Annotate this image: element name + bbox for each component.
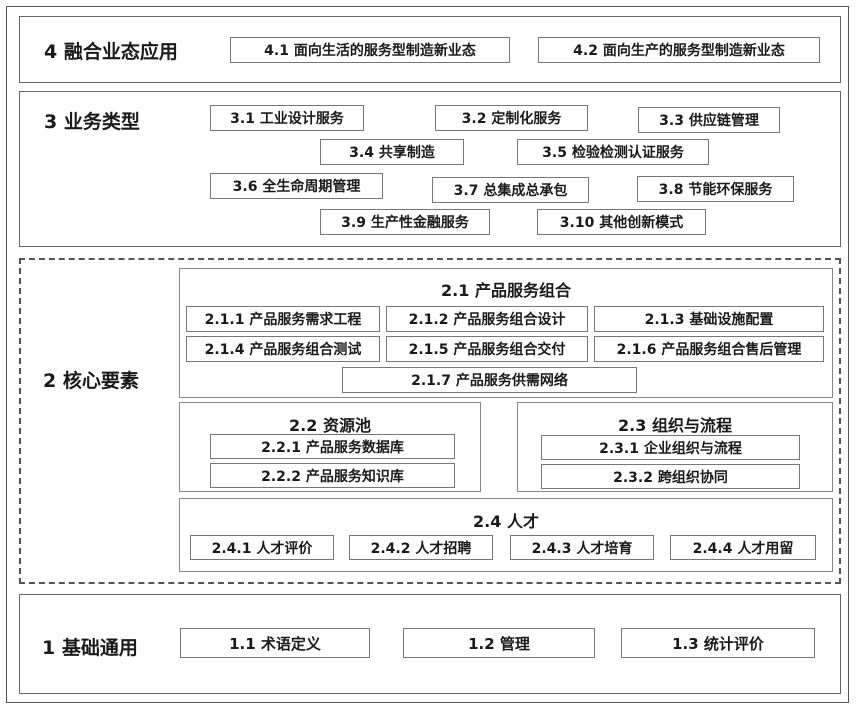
box-2-2-1: 2.2.1 产品服务数据库 xyxy=(210,434,455,459)
box-1-1: 1.1 术语定义 xyxy=(180,628,370,658)
box-3-2: 3.2 定制化服务 xyxy=(435,105,588,131)
group-2-2-title: 2.2 资源池 xyxy=(289,416,371,435)
layer-2-title: 2 核心要素 xyxy=(43,370,139,392)
layer-4-panel: 4 融合业态应用 4.1 面向生活的服务型制造新业态 4.2 面向生产的服务型制… xyxy=(19,16,841,83)
group-2-1-panel: 2.1 产品服务组合 2.1.1 产品服务需求工程 2.1.2 产品服务组合设计… xyxy=(179,268,833,398)
box-3-6: 3.6 全生命周期管理 xyxy=(210,173,383,199)
box-2-4-4: 2.4.4 人才用留 xyxy=(670,535,816,560)
box-3-3: 3.3 供应链管理 xyxy=(638,107,780,133)
box-2-4-2: 2.4.2 人才招聘 xyxy=(349,535,493,560)
box-2-1-6: 2.1.6 产品服务组合售后管理 xyxy=(594,336,824,362)
box-2-2-2: 2.2.2 产品服务知识库 xyxy=(210,463,455,488)
box-3-10: 3.10 其他创新模式 xyxy=(537,209,706,235)
diagram-frame xyxy=(6,6,849,703)
box-3-9: 3.9 生产性金融服务 xyxy=(320,209,490,235)
layer-1-title: 1 基础通用 xyxy=(42,637,138,659)
box-2-1-3: 2.1.3 基础设施配置 xyxy=(594,306,824,332)
box-4-2: 4.2 面向生产的服务型制造新业态 xyxy=(538,37,820,63)
layer-2-panel: 2 核心要素 2.1 产品服务组合 2.1.1 产品服务需求工程 2.1.2 产… xyxy=(19,258,841,584)
box-3-5: 3.5 检验检测认证服务 xyxy=(517,139,709,165)
box-2-4-3: 2.4.3 人才培育 xyxy=(510,535,654,560)
layer-3-title: 3 业务类型 xyxy=(44,111,140,133)
layer-1-panel: 1 基础通用 1.1 术语定义 1.2 管理 1.3 统计评价 xyxy=(19,594,841,694)
box-2-4-1: 2.4.1 人才评价 xyxy=(190,535,334,560)
layer-3-panel: 3 业务类型 3.1 工业设计服务 3.2 定制化服务 3.3 供应链管理 3.… xyxy=(19,91,841,247)
box-2-1-5: 2.1.5 产品服务组合交付 xyxy=(386,336,588,362)
box-3-1: 3.1 工业设计服务 xyxy=(210,105,364,131)
group-2-3-panel: 2.3 组织与流程 2.3.1 企业组织与流程 2.3.2 跨组织协同 xyxy=(517,402,833,492)
box-1-3: 1.3 统计评价 xyxy=(621,628,815,658)
group-2-4-panel: 2.4 人才 2.4.1 人才评价 2.4.2 人才招聘 2.4.3 人才培育 … xyxy=(179,498,833,572)
group-2-4-title: 2.4 人才 xyxy=(473,512,539,531)
box-2-1-4: 2.1.4 产品服务组合测试 xyxy=(186,336,380,362)
box-2-3-1: 2.3.1 企业组织与流程 xyxy=(541,435,800,460)
box-2-3-2: 2.3.2 跨组织协同 xyxy=(541,464,800,489)
group-2-2-panel: 2.2 资源池 2.2.1 产品服务数据库 2.2.2 产品服务知识库 xyxy=(179,402,481,492)
group-2-3-title: 2.3 组织与流程 xyxy=(618,416,732,435)
box-2-1-2: 2.1.2 产品服务组合设计 xyxy=(386,306,588,332)
box-3-7: 3.7 总集成总承包 xyxy=(432,177,589,203)
box-4-1: 4.1 面向生活的服务型制造新业态 xyxy=(230,37,510,63)
layer-4-title: 4 融合业态应用 xyxy=(44,41,178,63)
box-2-1-7: 2.1.7 产品服务供需网络 xyxy=(342,367,637,393)
box-3-8: 3.8 节能环保服务 xyxy=(637,176,794,202)
box-2-1-1: 2.1.1 产品服务需求工程 xyxy=(186,306,380,332)
group-2-1-title: 2.1 产品服务组合 xyxy=(441,281,571,300)
box-1-2: 1.2 管理 xyxy=(403,628,595,658)
box-3-4: 3.4 共享制造 xyxy=(320,139,464,165)
